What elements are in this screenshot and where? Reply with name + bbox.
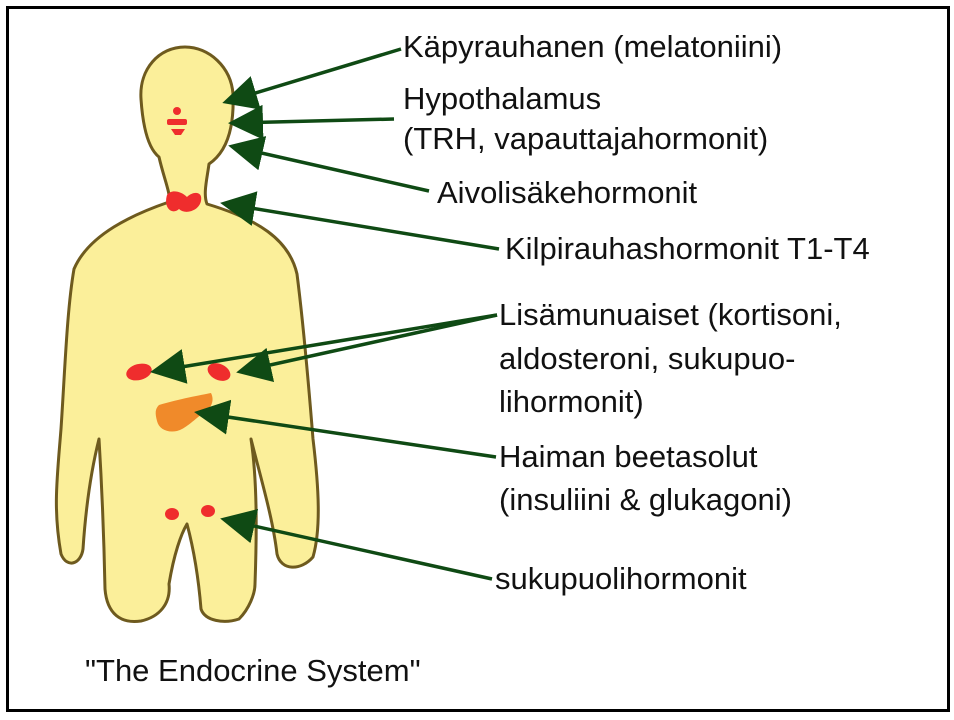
label-adrenal-line3: lihormonit)	[499, 385, 644, 419]
label-thyroid: Kilpirauhashormonit T1-T4	[505, 232, 870, 266]
gonad-right	[201, 505, 215, 517]
arrow-hypothalamus	[235, 119, 394, 123]
label-gonads: sukupuolihormonit	[495, 562, 747, 596]
arrow-gonads	[227, 520, 492, 579]
label-adrenal-line1: Lisämunuaiset (kortisoni,	[499, 298, 842, 332]
label-pancreas-line2: (insuliini & glukagoni)	[499, 483, 792, 517]
label-pancreas-line1: Haiman beetasolut	[499, 440, 758, 474]
label-hypothalamus-line1: Hypothalamus	[403, 82, 601, 116]
label-hypothalamus-line2: (TRH, vapauttajahormonit)	[403, 122, 768, 156]
label-pituitary: Aivolisäkehormonit	[437, 176, 697, 210]
arrow-pineal	[229, 49, 401, 101]
gonad-left	[165, 508, 179, 520]
label-adrenal-line2: aldosteroni, sukupuo-	[499, 342, 795, 376]
hypothalamus-gland	[167, 119, 187, 125]
diagram-caption: "The Endocrine System"	[85, 653, 421, 689]
arrow-pituitary	[235, 147, 429, 191]
body-silhouette	[56, 47, 318, 622]
label-pineal: Käpyrauhanen (melatoniini)	[403, 30, 782, 64]
diagram-frame: Käpyrauhanen (melatoniini) Hypothalamus …	[6, 6, 950, 712]
pineal-gland	[173, 107, 181, 115]
